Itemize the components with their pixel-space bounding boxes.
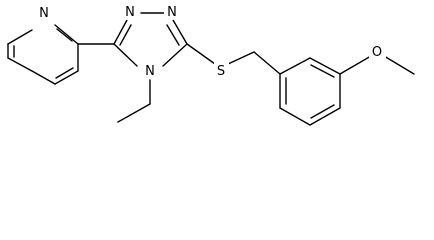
structure-diagram: N N N N S O — [7, 3, 415, 126]
thioether-linker — [186, 43, 281, 75]
atom-label-background — [142, 62, 158, 79]
pyridine-bond — [7, 57, 33, 72]
triazole-bond — [162, 43, 188, 67]
atom-label-background — [164, 3, 179, 20]
atom-label-background — [369, 43, 386, 60]
pyridine-ring — [7, 24, 79, 85]
pyridine-bond — [54, 24, 79, 45]
benzene-bond — [279, 107, 311, 126]
thioether-bond — [186, 43, 216, 65]
benzene-bond — [279, 57, 311, 75]
pyridine-bond — [31, 70, 56, 85]
methoxy-group — [339, 55, 415, 75]
triazole-n1-label: N — [125, 5, 135, 20]
pyridine-double-bond — [56, 28, 73, 42]
benzyl-bond — [253, 51, 281, 75]
benzene-bond — [309, 107, 341, 126]
pyridine-double-bond — [55, 67, 74, 79]
triazole-n4-label: N — [145, 64, 155, 79]
benzene-ring — [279, 57, 341, 126]
atom-label-background — [122, 3, 137, 20]
benzene-bond — [309, 57, 341, 75]
pyridine-n-label: N — [39, 6, 49, 21]
triazole-bond — [113, 43, 138, 67]
thioether-bond — [227, 51, 255, 65]
triazole-double-bond — [119, 24, 132, 46]
methoxy-bond — [383, 55, 415, 75]
atom-label-background — [36, 4, 52, 21]
triazole-n2-label: N — [167, 5, 177, 20]
ethyl-group — [117, 79, 151, 123]
atom-label-background — [214, 62, 229, 79]
triazole-bond — [172, 19, 188, 45]
triazole-double-bond — [166, 24, 180, 46]
methoxy-bond — [339, 55, 372, 75]
atom-labels: N N N N S O — [36, 3, 386, 79]
sulfur-label: S — [217, 64, 225, 79]
benzene-double-bond — [310, 104, 335, 119]
oxygen-label: O — [372, 45, 382, 60]
pyridine-bond — [7, 29, 33, 45]
ethyl-bond — [117, 103, 151, 123]
triazole-ring — [113, 12, 188, 67]
pyridine-bond — [54, 70, 79, 85]
benzene-double-bond — [310, 64, 335, 78]
triazole-bond — [113, 19, 128, 45]
